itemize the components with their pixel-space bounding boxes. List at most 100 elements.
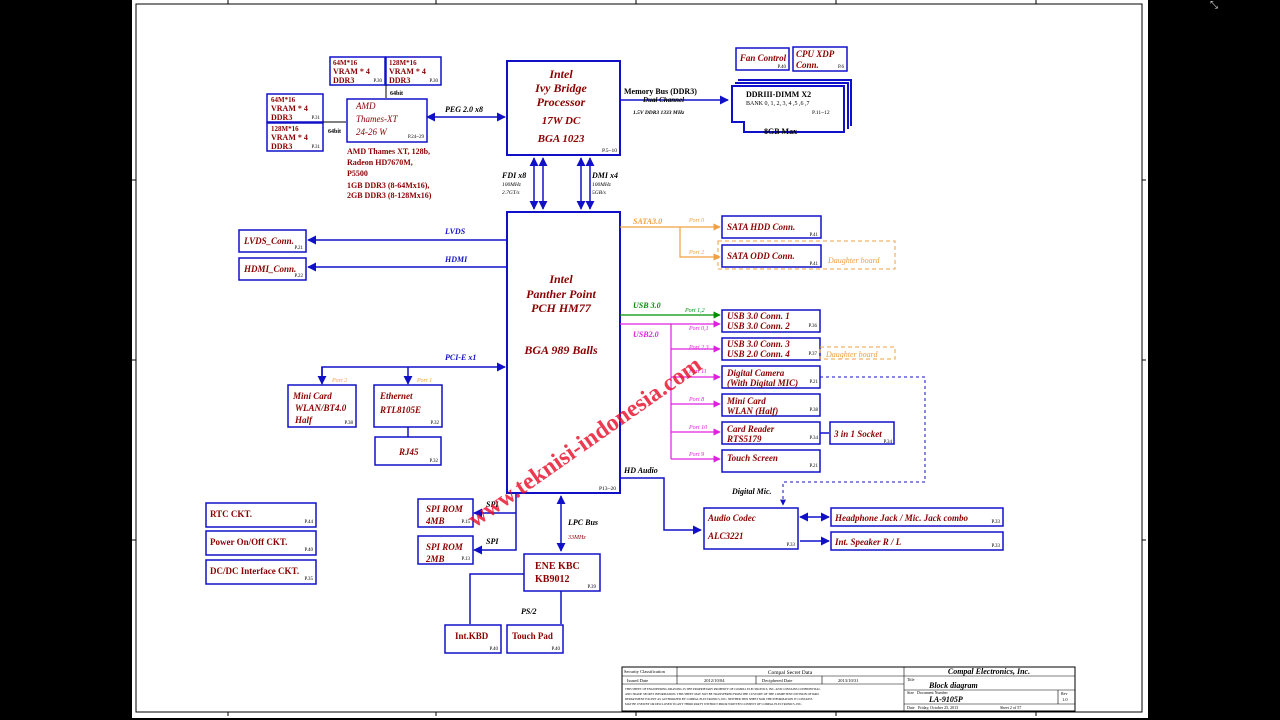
cpu-xdp-block: CPU XDP Conn. P.6 [792, 46, 848, 72]
spi2-bus: SPI [486, 537, 499, 546]
block-diagram: Intel Ivy Bridge Processor 17W DC BGA 10… [132, 0, 1146, 716]
fan-page: P.40 [778, 65, 787, 70]
lvds-bus: LVDS [444, 227, 466, 236]
xdp-line1: CPU XDP [796, 49, 835, 59]
fan-label: Fan Control [739, 53, 787, 63]
border-ticks [132, 0, 1146, 716]
rj45-block: RJ45 P.32 [374, 436, 442, 466]
sata-odd-page: P.41 [810, 262, 819, 267]
spi2-page: P.13 [462, 557, 471, 562]
rtc-label: RTC CKT. [210, 509, 252, 519]
camera-port: Port 11 [688, 369, 707, 375]
dcdc-page: P.35 [305, 577, 314, 582]
tb-legal-1: THIS SHEET OF ENGINEERING DRAWING IS THE… [625, 687, 820, 692]
gpu-page: P.24~29 [408, 135, 425, 140]
ene-kbc-block: ENE KBC KB9012 P.39 PS/2 [469, 553, 601, 624]
spi1-line1: SPI ROM [426, 504, 464, 514]
spi2-line2: 2MB [425, 554, 445, 564]
power-onoff-block: Power On/Off CKT. P.40 [205, 530, 317, 556]
dcdc-block: DC/DC Interface CKT. P.35 [205, 559, 317, 585]
vram-lt-page: P.31 [312, 116, 321, 121]
pcie-links: PCI-E x1 Port 2 Port 1 [317, 353, 506, 385]
daughter-board-sata-region [717, 240, 896, 270]
expand-icon[interactable]: ⤡ [1210, 0, 1218, 11]
touch-pad-block: Touch Pad P.40 [506, 624, 564, 654]
hd-audio-link: HD Audio [620, 466, 702, 535]
sheet-border [135, 3, 1143, 713]
audio-codec-block: Audio Codec ALC3221 P.33 [703, 507, 830, 550]
usb2-port23: Port 2,3 [688, 345, 709, 351]
codec-line2: ALC3221 [707, 531, 744, 541]
lpc-link: LPC Bus 33MHz [556, 495, 598, 552]
spi2-line1: SPI ROM [426, 542, 464, 552]
pch-line3: PCH HM77 [531, 301, 592, 315]
sata-hdd-page: P.41 [810, 233, 819, 238]
schematic-sheet: Intel Ivy Bridge Processor 17W DC BGA 10… [132, 0, 1148, 718]
power-label: Power On/Off CKT. [210, 537, 287, 547]
sata-port2: Port 2 [688, 250, 704, 256]
vram-lb-line1: 128M*16 [271, 125, 299, 133]
vram-lb-line3: DDR3 [271, 142, 292, 151]
touchpad-page: P.40 [552, 647, 561, 652]
vram-lb-page: P.31 [312, 145, 321, 150]
headphone-label: Headphone Jack / Mic. Jack combo [834, 513, 968, 523]
minicard2-port: Port 8 [688, 397, 704, 403]
pch-line2: Panther Point [526, 287, 596, 301]
usb-conn3: USB 3.0 Conn. 3 [727, 339, 790, 349]
cpu-block: Intel Ivy Bridge Processor 17W DC BGA 10… [506, 60, 621, 156]
tb-legal-3: DEPARTMENT EXCEPT AS AUTHORIZED BY COMPA… [625, 697, 813, 702]
usb3-port: Port 1,2 [684, 308, 705, 314]
cardreader-line1: Card Reader [727, 424, 775, 434]
spi-rom-2mb-block: SPI ROM 2MB P.13 [417, 535, 474, 565]
lvds-block: LVDS_Conn. P.21 LVDS [238, 227, 506, 253]
daughter-board-usb-region [819, 346, 896, 360]
tb-sheet: Sheet 2 of 57 [1000, 705, 1021, 710]
cardreader-block: Card Reader RTS5179 P.34 [721, 421, 829, 445]
touch-label: Touch Screen [727, 453, 778, 463]
sata-odd-block: SATA ODD Conn. P.41 [721, 244, 822, 268]
vram-top-right: 128M*16 VRAM * 4 DDR3 P.30 [385, 56, 442, 86]
ethernet-line1: Ethernet [379, 391, 413, 401]
dmi-clock: 100MHz [592, 182, 612, 188]
tb-doc-label: Document Number [917, 690, 948, 695]
spi1-line2: 4MB [425, 516, 445, 526]
tb-deciphered-label: Deciphered Date [762, 678, 792, 683]
tb-rev: 1.0 [1062, 697, 1068, 702]
vram-tl-line1: 64M*16 [333, 59, 358, 67]
minicard-half-block: Mini Card WLAN (Half) P.38 [721, 393, 821, 417]
cpu-page: P.5~10 [602, 148, 617, 154]
expand-glyph: ⤡ [1210, 0, 1218, 11]
lvds-label: LVDS_Conn. [243, 236, 294, 246]
sata-links: SATA3.0 Port 0 Port 2 [620, 217, 721, 261]
pch-line4: BGA 989 Balls [523, 343, 598, 357]
lvds-page: P.21 [295, 246, 304, 251]
minicard-line2: WLAN/BT4.0 [295, 403, 347, 413]
sata-hdd-block: SATA HDD Conn. P.41 [721, 215, 822, 239]
vram-tr-line3: DDR3 [389, 76, 410, 85]
cpu-line4: 17W DC [542, 115, 581, 127]
camera-block: Digital Camera (With Digital MIC) P.21 [721, 365, 821, 389]
dmi-label: DMI x4 [591, 171, 618, 180]
power-page: P.40 [305, 548, 314, 553]
fdi-clock: 100MHz [502, 182, 522, 188]
ethernet-port: Port 1 [416, 378, 432, 384]
vram-tr-line2: VRAM * 4 [389, 67, 426, 76]
sata-hdd-label: SATA HDD Conn. [727, 222, 795, 232]
tb-secret: Compal Secret Data [768, 670, 813, 676]
socket-block: 3 in 1 Socket P.34 [829, 421, 895, 445]
sata-bus: SATA3.0 [633, 217, 662, 226]
xdp-page: P.6 [838, 65, 844, 70]
codec-line1: Audio Codec [707, 513, 756, 523]
daughter-board-label-1: Daughter board [827, 256, 880, 265]
touch-page: P.21 [810, 464, 819, 469]
camera-page: P.21 [810, 380, 819, 385]
minicard-line3: Half [294, 415, 313, 425]
usb-conn12-page: P.36 [809, 324, 818, 329]
tb-issued-label: Issued Date [627, 678, 648, 683]
gpu-line1: AMD [355, 101, 376, 111]
minicard-line1: Mini Card [292, 391, 332, 401]
dimm-bank: BANK 0, 1, 2, 3, 4 ,5 ,6 ,7 [746, 101, 810, 107]
tb-deciphered: 2013/10/31 [838, 678, 859, 683]
gpu-line2: Thames-XT [356, 114, 398, 124]
hdmi-label: HDMI_Conn. [243, 264, 296, 274]
